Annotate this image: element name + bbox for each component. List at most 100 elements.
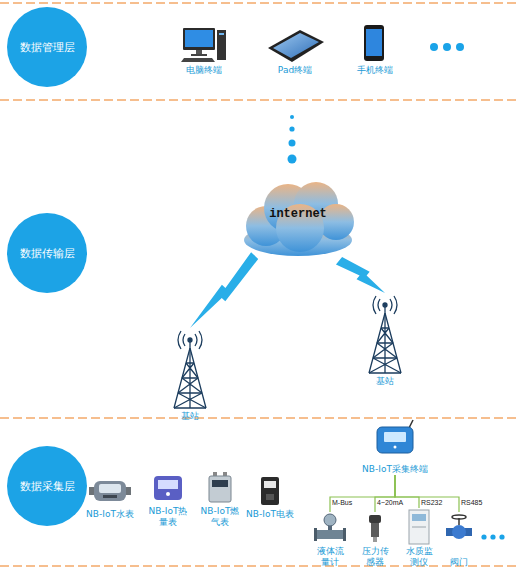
device-node: NB-IoT水表 [78, 474, 142, 520]
terminal-icon [377, 420, 413, 453]
sensor-thread [373, 537, 377, 542]
device-node: NB-IoT燃气表 [197, 470, 243, 528]
meter-terminal [266, 494, 274, 500]
phone-screen [366, 29, 382, 56]
node-label: 手机终端 [357, 65, 393, 76]
device-node: 水质监测仪 [400, 508, 438, 568]
meter-display [158, 480, 178, 489]
layer-title: 数据采集层 [20, 480, 75, 493]
terminal-light [394, 446, 397, 449]
node-label: 阀门 [450, 557, 468, 568]
node-label: NB-IoT水表 [86, 509, 134, 520]
device-node: NB-IoT采集终端 [345, 418, 445, 475]
monitor [183, 28, 215, 50]
pc-tower [217, 30, 226, 60]
node-label: internet [269, 207, 327, 221]
node-label: Pad终端 [278, 65, 312, 76]
node-label: NB-IoT热量表 [145, 506, 191, 528]
internet-cloud: internet [238, 170, 358, 258]
device-node: 基站 [162, 328, 218, 422]
cabinet-display [412, 514, 426, 521]
device-node: NB-IoT电表 [238, 474, 302, 520]
wireless-link [336, 257, 385, 293]
more-dots [481, 534, 504, 539]
layer-circle: 数据采集层 [7, 446, 87, 526]
dot [443, 43, 451, 51]
bus-wire [395, 475, 459, 512]
interface-label: RS232 [421, 499, 442, 507]
hand-wheel [452, 515, 466, 519]
tablet-screen [273, 33, 319, 58]
layer-divider [0, 99, 519, 100]
terminal-body [377, 427, 413, 453]
device-node: Pad终端 [262, 24, 328, 76]
dot [289, 126, 294, 131]
meter-display [212, 480, 228, 487]
stand-base [191, 54, 207, 56]
device-node: 阀门 [442, 512, 476, 568]
bus-wire [375, 475, 395, 512]
valve-body [452, 525, 466, 539]
bus-wire [330, 475, 395, 512]
interface-label: 4~20mA [377, 499, 403, 507]
pipe [316, 530, 344, 539]
tower-icon [369, 296, 401, 373]
stand [196, 50, 202, 54]
meter-button [166, 492, 170, 496]
interface-label: M-Bus [332, 499, 352, 507]
meter-body [209, 476, 231, 502]
device-node: 压力传感器 [357, 512, 393, 568]
cabinet [409, 510, 429, 544]
flow-display [324, 514, 336, 526]
gas-meter-icon [209, 472, 231, 502]
water-meter-icon [89, 481, 131, 501]
phone-icon [364, 25, 384, 61]
dot [456, 43, 464, 51]
node-label: 液体流量计 [315, 546, 345, 568]
heat-meter-icon [154, 476, 182, 500]
meter-display [99, 484, 121, 493]
layer-divider [0, 2, 519, 3]
dot [288, 155, 297, 164]
keyboard [181, 58, 215, 62]
device-node: 基站 [357, 293, 413, 387]
electric-meter-icon [261, 477, 279, 505]
phone-body [364, 25, 384, 61]
pc-light [219, 33, 224, 35]
dot [490, 534, 495, 539]
meter-body [261, 477, 279, 505]
meter-display [264, 481, 276, 488]
cabinet-line [412, 527, 426, 528]
layer-divider [0, 417, 519, 418]
dot [481, 534, 486, 539]
vertical-dots [288, 115, 297, 164]
sensor-body [371, 523, 379, 537]
dot [289, 140, 296, 147]
water-quality-icon [409, 510, 429, 544]
tower-icon [174, 331, 206, 408]
meter-body [94, 481, 126, 501]
device-node: NB-IoT热量表 [145, 470, 191, 528]
device-node: 手机终端 [350, 24, 400, 76]
layer-divider [0, 565, 519, 566]
terminal-screen [384, 432, 406, 442]
layer-circle: 数据传输层 [7, 213, 87, 293]
screen [185, 30, 213, 47]
wireless-link [190, 252, 258, 328]
tablet-icon [268, 30, 324, 62]
interface-label: RS485 [461, 499, 482, 507]
node-label: 水质监测仪 [404, 546, 434, 568]
node-label: 基站 [376, 376, 394, 387]
dot [499, 534, 504, 539]
valve-icon [446, 515, 472, 539]
meter-slot [103, 495, 117, 498]
layer-title: 数据传输层 [20, 247, 75, 260]
flange [314, 528, 317, 541]
device-node: 液体流量计 [312, 512, 348, 568]
tablet-body [268, 30, 324, 62]
node-label: NB-IoT燃气表 [197, 506, 243, 528]
node-label: 电脑终端 [186, 65, 222, 76]
device-node: 电脑终端 [178, 24, 230, 76]
layer-dividers [0, 3, 519, 566]
